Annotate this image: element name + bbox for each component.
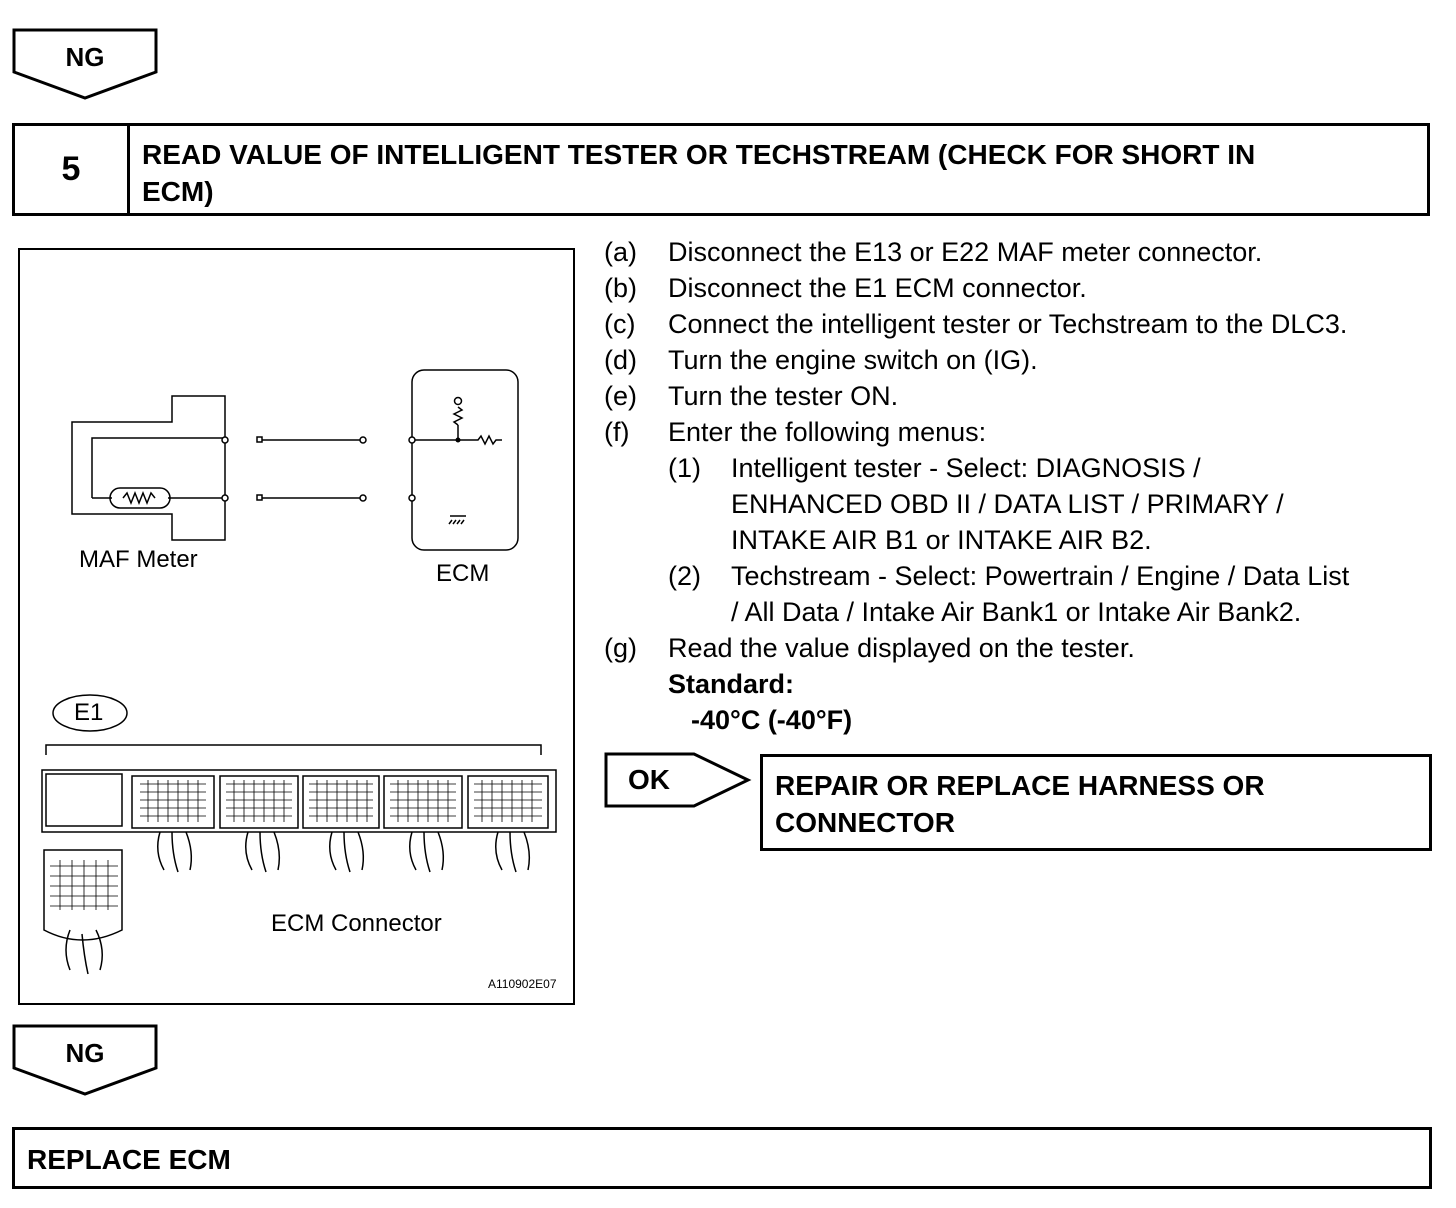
maf-meter-body <box>71 395 226 541</box>
item-marker: (e) <box>604 381 637 411</box>
procedure-item: (e) Turn the tester ON. <box>604 378 1444 414</box>
result-line: CONNECTOR <box>775 807 955 838</box>
side-connector-body <box>43 849 123 941</box>
maf-meter-label: MAF Meter <box>79 546 198 573</box>
subitem-marker: (2) <box>668 561 701 591</box>
ecm-connector-body <box>41 769 557 833</box>
resistor-icon <box>109 487 171 509</box>
ecm-label: ECM <box>436 560 490 587</box>
subitem-line: Intelligent tester - Select: DIAGNOSIS / <box>731 453 1201 483</box>
standard-value: -40°C (-40°F) <box>691 705 853 735</box>
connector-id-label: E1 <box>74 699 104 726</box>
item-marker: (d) <box>604 345 637 375</box>
procedure-item: (b) Disconnect the E1 ECM connector. <box>604 270 1444 306</box>
step-title-line: ECM) <box>142 176 214 207</box>
item-text: Enter the following menus: <box>668 417 987 447</box>
subitem-line: / All Data / Intake Air Bank1 or Intake … <box>731 597 1302 627</box>
subitem-line: ENHANCED OBD II / DATA LIST / PRIMARY / <box>731 489 1284 519</box>
ng-arrow-bottom: NG <box>12 1024 160 1098</box>
ng-label: NG <box>65 42 105 72</box>
procedure-item: (a) Disconnect the E13 or E22 MAF meter … <box>604 234 1444 270</box>
item-marker: (b) <box>604 273 637 303</box>
item-marker: (g) <box>604 633 637 663</box>
ok-arrow: OK <box>604 752 754 810</box>
item-text: Turn the engine switch on (IG). <box>668 345 1038 375</box>
result-line: REPAIR OR REPLACE HARNESS OR <box>775 770 1265 801</box>
ng-arrow-top: NG <box>12 28 160 102</box>
procedure-item: (g) Read the value displayed on the test… <box>604 630 1444 666</box>
step-header: 5 READ VALUE OF INTELLIGENT TESTER OR TE… <box>12 123 1430 216</box>
ecm-body <box>411 369 519 551</box>
ecm-connector-label: ECM Connector <box>271 910 442 937</box>
subitem-marker: (1) <box>668 453 701 483</box>
wiring-diagram <box>41 369 557 975</box>
procedure-item: (f) Enter the following menus: <box>604 414 1444 450</box>
ng-label: NG <box>65 1038 105 1068</box>
right-arrow-icon <box>604 752 752 808</box>
ok-label: OK <box>628 764 670 795</box>
item-text: Turn the tester ON. <box>668 381 899 411</box>
item-text: Disconnect the E1 ECM connector. <box>668 273 1087 303</box>
final-action: REPLACE ECM <box>27 1144 231 1175</box>
repair-result-box: REPAIR OR REPLACE HARNESS OR CONNECTOR <box>760 754 1432 851</box>
down-arrow-icon <box>12 28 158 100</box>
replace-ecm-box: REPLACE ECM <box>12 1127 1432 1189</box>
step-title: READ VALUE OF INTELLIGENT TESTER OR TECH… <box>130 126 1267 213</box>
step-number: 5 <box>15 126 130 213</box>
item-marker: (a) <box>604 237 637 267</box>
item-text: Connect the intelligent tester or Techst… <box>668 309 1348 339</box>
procedure-subitem: (1) Intelligent tester - Select: DIAGNOS… <box>604 450 1444 558</box>
subitem-line: INTAKE AIR B1 or INTAKE AIR B2. <box>731 525 1152 555</box>
procedure-item: (d) Turn the engine switch on (IG). <box>604 342 1444 378</box>
image-code: A110902E07 <box>488 977 557 991</box>
item-text: Read the value displayed on the tester. <box>668 633 1135 663</box>
procedure-subitem: (2) Techstream - Select: Powertrain / En… <box>604 558 1444 630</box>
step-title-line: READ VALUE OF INTELLIGENT TESTER OR TECH… <box>142 139 1256 170</box>
down-arrow-icon <box>12 1024 158 1096</box>
item-text: Disconnect the E13 or E22 MAF meter conn… <box>668 237 1263 267</box>
procedure-item: (c) Connect the intelligent tester or Te… <box>604 306 1444 342</box>
subitem-line: Techstream - Select: Powertrain / Engine… <box>731 561 1350 591</box>
procedure-list: (a) Disconnect the E13 or E22 MAF meter … <box>604 234 1444 738</box>
item-marker: (c) <box>604 309 636 339</box>
standard-label: Standard: <box>668 669 795 699</box>
wiring-figure: MAF Meter ECM E1 ECM Connector A110902E0… <box>18 248 575 1005</box>
connector-id-bubble <box>52 694 128 732</box>
item-marker: (f) <box>604 417 630 447</box>
